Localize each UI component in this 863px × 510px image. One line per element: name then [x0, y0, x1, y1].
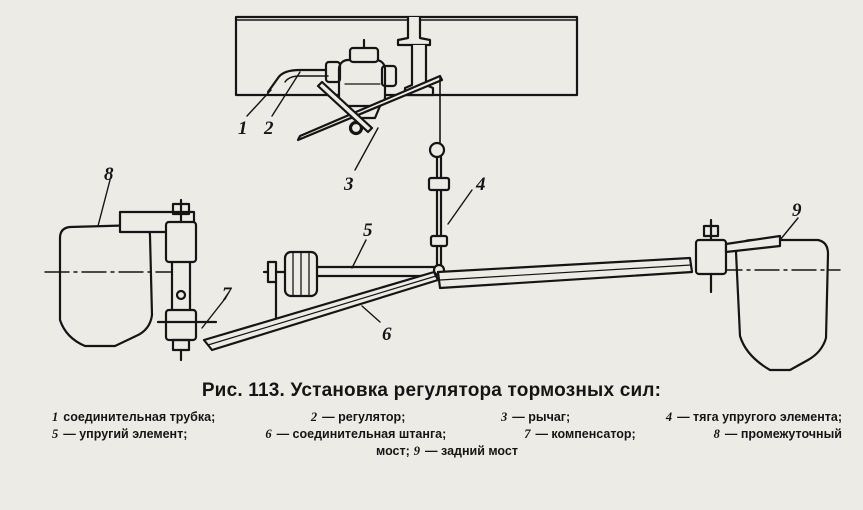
callout-4: 4	[475, 174, 486, 195]
rear-axle	[694, 218, 841, 372]
legend-item-2: 2— регулятор;	[310, 410, 406, 424]
connecting-bar	[202, 270, 440, 352]
legend-item-3: 3— рычаг;	[501, 410, 571, 424]
legend-item-4: 4— тяга упругого элемента;	[665, 410, 842, 424]
legend-line-2: 5— упругий элемент; 6— соединительная шт…	[52, 426, 842, 443]
legend-item-5: 5— упругий элемент;	[52, 427, 188, 441]
frame-beam	[234, 15, 579, 97]
callout-7: 7	[222, 284, 233, 305]
connecting-tube	[266, 68, 328, 94]
callout-9: 9	[792, 200, 802, 221]
legend-item-9: 9— задний мост	[413, 444, 518, 458]
callout-6: 6	[382, 324, 392, 345]
elastic-element-rod	[427, 141, 451, 277]
compensator	[156, 198, 218, 362]
figure-caption-title: Рис. 113. Установка регулятора тормозных…	[201, 380, 662, 401]
legend-item-6: 6— соединительная штанга;	[265, 427, 447, 441]
intermediate-axle	[44, 210, 196, 348]
brake-regulator-drawing: 1 2 3 4 5 6 7 8 9	[44, 15, 841, 372]
legend-item-8: 8— промежуточный	[713, 427, 842, 441]
callout-1: 1	[238, 118, 248, 139]
callout-8: 8	[104, 164, 114, 185]
callout-2: 2	[263, 118, 274, 139]
legend-line-3: мост; 9— задний мост	[52, 443, 842, 460]
callout-5: 5	[363, 220, 373, 241]
elastic-element	[262, 250, 436, 320]
lever	[296, 74, 444, 147]
legend-item-7: 7— компенсатор;	[524, 427, 636, 441]
legend-item-8-cont: мост;	[376, 444, 410, 458]
callout-3: 3	[343, 174, 354, 195]
